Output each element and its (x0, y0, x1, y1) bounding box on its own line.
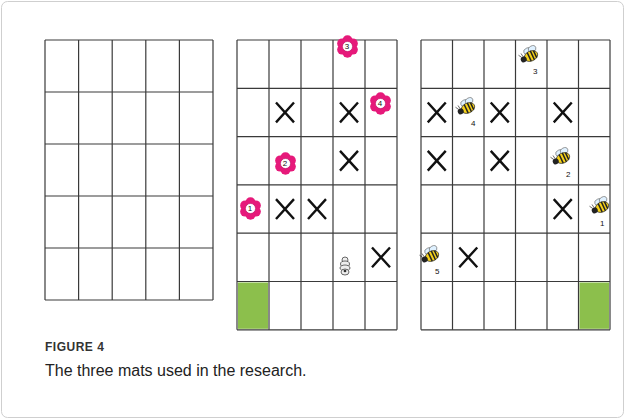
flower-target: 1 (239, 197, 262, 220)
bee-stripe (464, 105, 468, 114)
bee-stripe (434, 251, 437, 258)
grid-line (421, 39, 610, 40)
obstacle-cross (459, 247, 477, 267)
mat-grid (237, 40, 397, 330)
bee-stripe (559, 155, 563, 164)
bee-stripe (565, 153, 568, 160)
bee-stripe (604, 202, 607, 209)
flower-number: 1 (239, 197, 262, 220)
grid-line (421, 329, 610, 330)
grid-line (237, 329, 397, 330)
hive-ring (341, 269, 349, 275)
bee-antenna (518, 53, 523, 58)
bee-stripe (527, 53, 531, 62)
grid-line (421, 184, 610, 185)
obstacle-cross (554, 199, 572, 219)
grid-line (112, 40, 113, 300)
obstacle-cross (308, 199, 326, 219)
start-square (580, 283, 610, 329)
grid-line (45, 143, 213, 144)
obstacle-cross (276, 103, 294, 123)
flower-target: 4 (369, 92, 392, 115)
flower-number: 3 (336, 35, 359, 58)
flower-target: 2 (274, 152, 297, 175)
grid-line (237, 136, 397, 137)
mat-grid (45, 40, 213, 300)
bee-antenna (589, 204, 594, 209)
bee-number: 4 (471, 120, 475, 128)
bee-icon (588, 195, 611, 216)
grid-line (145, 40, 146, 300)
bee-number: 1 (600, 220, 604, 228)
grid-line (179, 40, 180, 300)
obstacle-cross (491, 103, 509, 123)
grid-line (237, 233, 397, 234)
mat-grid (421, 40, 610, 330)
bee-icon (517, 44, 540, 65)
obstacle-cross (428, 151, 446, 171)
obstacle-crosses (276, 103, 572, 268)
bee-stripe (470, 103, 473, 110)
bee-number: 3 (533, 68, 537, 76)
bee-number: 2 (566, 171, 570, 179)
grid-line (78, 40, 79, 300)
obstacle-cross (276, 199, 294, 219)
bee-stripe (598, 204, 602, 213)
bee-stripe (533, 51, 536, 58)
bee-stripe (428, 253, 432, 262)
bee-number: 5 (435, 268, 439, 276)
figure-caption: The three mats used in the research. (45, 362, 306, 380)
beehive-icon (340, 257, 350, 275)
grid-line (237, 184, 397, 185)
grid-line (212, 40, 213, 300)
bee-antenna (455, 105, 460, 110)
obstacle-cross (340, 151, 358, 171)
grid-line (45, 299, 213, 300)
flower-number: 2 (274, 152, 297, 175)
bee-icon (454, 96, 477, 117)
bee-antenna (419, 253, 424, 258)
bee-icon (549, 146, 572, 167)
obstacle-cross (491, 151, 509, 171)
grid-line (237, 39, 397, 40)
grid-line (45, 91, 213, 92)
grid-line (421, 136, 610, 137)
hive-door (344, 270, 347, 272)
obstacle-cross (372, 247, 390, 267)
grid-line (237, 281, 397, 282)
figure-number: FIGURE 4 (45, 340, 104, 354)
grid-line (237, 88, 397, 89)
grid-line (45, 39, 213, 40)
grid-line (45, 195, 213, 196)
start-square (238, 283, 268, 329)
grid-line (421, 233, 610, 234)
bee-antenna (550, 155, 555, 160)
grid-line (45, 247, 213, 248)
flower-target: 3 (336, 35, 359, 58)
obstacle-cross (340, 103, 358, 123)
flower-number: 4 (369, 92, 392, 115)
grid-line (44, 40, 45, 300)
grid-line (421, 281, 610, 282)
grid-line (421, 88, 610, 89)
obstacle-cross (554, 103, 572, 123)
bee-icon (418, 244, 441, 265)
obstacle-cross (428, 103, 446, 123)
